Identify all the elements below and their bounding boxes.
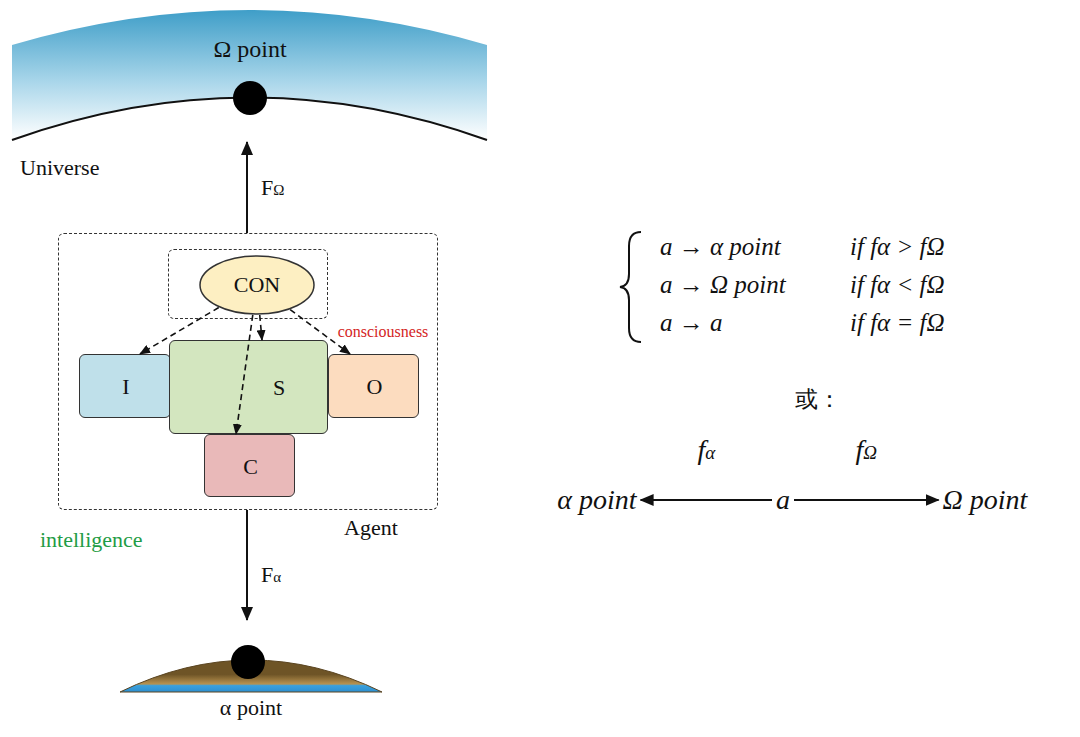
label-holder: intelligence (40, 527, 143, 552)
node-text: consciousness (337, 323, 430, 340)
edge-label-holder: Fα (261, 562, 281, 587)
text-label: Universe (20, 155, 99, 180)
state-box: S (169, 340, 328, 434)
node-text: CON (234, 272, 280, 297)
label-holder: Universe (20, 155, 99, 180)
agent-term: a (772, 482, 794, 518)
output-box: O (328, 354, 419, 418)
equation-term: if fα > fΩ (850, 233, 945, 260)
label-holder: if fα = fΩ (850, 309, 945, 338)
control-box: C (204, 434, 295, 497)
force-arrow (247, 510, 248, 620)
connector-line (641, 499, 772, 501)
node-text: I (122, 374, 129, 399)
alpha-dot (231, 645, 265, 679)
force-arrow (641, 500, 772, 501)
connector-line (246, 142, 248, 233)
connector-line (260, 315, 262, 340)
equation-term: if fα < fΩ (850, 271, 945, 298)
universe-sky (12, 10, 487, 140)
node-text-holder: C (243, 454, 258, 479)
edge-label: fα (697, 434, 715, 466)
input-box: I (79, 354, 171, 418)
edge-label: FΩ (261, 175, 284, 200)
band-shape (12, 0, 487, 142)
node-text: α point (220, 695, 282, 720)
edge-label-holder: fΩ (856, 434, 878, 466)
node-text: Ω point (213, 36, 286, 62)
lens-shape (120, 620, 382, 692)
consciousness-box: consciousnessCON (168, 249, 328, 319)
edge-label: Fα (261, 562, 281, 587)
node-text: S (273, 375, 285, 400)
edge-label-holder: FΩ (261, 175, 284, 200)
omega-dot (233, 81, 267, 115)
node-text-holder: I (122, 374, 129, 399)
label-holder: a → α point (660, 233, 781, 262)
omega-term: Ω point (939, 482, 1032, 518)
connector-line (246, 510, 248, 620)
force-arrow (247, 142, 248, 233)
edge-label-holder: fα (697, 434, 715, 466)
node-text: α point (557, 484, 636, 515)
node-text: a (776, 484, 790, 515)
label-holder: a → a (660, 309, 723, 338)
brace-path (620, 232, 641, 342)
equation-term: a → Ω point (660, 271, 786, 298)
dashed-arrow (260, 315, 262, 340)
node-text: Agent (344, 515, 398, 540)
equation-term: a → a (660, 309, 723, 336)
agent-box: AgentconsciousnessCONISOC (58, 233, 438, 510)
node-text-holder: Agent (344, 515, 398, 540)
connector-line (290, 310, 350, 354)
edge-label: fΩ (856, 434, 878, 466)
alpha-ground: α point (120, 620, 382, 692)
node-text-holder: α point (220, 695, 282, 720)
label-holder: if fα < fΩ (850, 271, 945, 300)
dashed-arrow (140, 308, 219, 354)
text-label: intelligence (40, 527, 143, 552)
equation-term: if fα = fΩ (850, 309, 945, 336)
connector-line (236, 315, 253, 434)
force-arrow (794, 500, 939, 501)
dashed-arrow (290, 310, 350, 354)
node-text: O (367, 374, 383, 399)
connector-line (794, 499, 939, 501)
node-text-holder: O (367, 374, 383, 399)
equation-term: a → α point (660, 233, 781, 260)
label-holder: if fα > fΩ (850, 233, 945, 262)
node-text-holder: consciousness (337, 323, 430, 341)
node-text: C (243, 454, 258, 479)
label-holder: a → Ω point (660, 271, 786, 300)
con-node: CON (199, 255, 315, 315)
alpha-term: α point (553, 482, 640, 518)
connector-line (140, 308, 219, 354)
node-text-holder: S (273, 375, 285, 400)
text-label: 或： (795, 387, 841, 412)
node-text-holder: CON (234, 272, 280, 297)
dashed-arrow (236, 315, 253, 434)
con-ellipse (200, 256, 314, 314)
omega-band: Ω point (12, 0, 487, 142)
node-text: Ω point (943, 484, 1028, 515)
label-holder: 或： (795, 387, 841, 413)
node-text-holder: Ω point (213, 36, 286, 64)
